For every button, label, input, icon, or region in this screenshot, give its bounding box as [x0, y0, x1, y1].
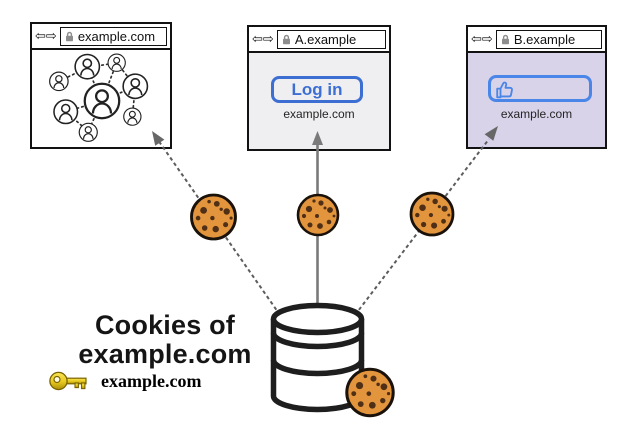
address-bar[interactable]: A.example — [276, 29, 386, 49]
arrow-to-example-com — [157, 139, 281, 316]
avatar — [49, 53, 149, 142]
cookie-icon — [409, 191, 455, 237]
page-content: example.com — [468, 53, 605, 147]
thumbs-up-icon — [496, 81, 513, 99]
site-caption: example.com — [283, 107, 355, 121]
forward-icon: ⇨ — [481, 31, 493, 47]
login-button[interactable]: Log in — [271, 76, 363, 103]
cookie-icon — [190, 193, 237, 241]
back-icon: ⇦ — [252, 31, 263, 47]
cookie-icon — [345, 367, 395, 418]
page-content: Log in example.com — [249, 53, 389, 149]
address-url: B.example — [513, 31, 576, 47]
forward-icon: ⇨ — [45, 28, 57, 44]
social-graph-illustration — [49, 53, 149, 142]
cookie-icon — [296, 193, 340, 237]
site-caption: example.com — [500, 107, 573, 121]
address-url: example.com — [77, 28, 156, 44]
address-url: A.example — [294, 31, 357, 47]
back-icon: ⇦ — [35, 28, 46, 44]
forward-icon: ⇨ — [262, 31, 274, 47]
browser-window-a-example: ⇦⇨ A.example Log in example.com — [247, 25, 391, 151]
browser-window-example-com: ⇦⇨ example.com — [30, 22, 172, 149]
address-bar[interactable]: B.example — [495, 29, 602, 49]
diagram-title-line1: Cookies of — [94, 310, 236, 340]
browser-window-b-example: ⇦⇨ B.example example.com — [466, 25, 607, 149]
like-button[interactable] — [488, 75, 592, 102]
back-icon: ⇦ — [471, 31, 482, 47]
key-legend: example.com — [48, 368, 201, 394]
browser-toolbar: ⇦⇨ example.com — [32, 24, 170, 50]
lock-icon — [282, 34, 290, 44]
lock-icon — [501, 34, 509, 44]
browser-toolbar: ⇦⇨ B.example — [468, 27, 605, 53]
page-content — [32, 50, 170, 147]
database-icon — [270, 302, 365, 413]
key-domain-label: example.com — [101, 370, 202, 391]
diagram-title-line2: example.com — [78, 339, 252, 369]
arrow-to-b-example — [354, 138, 490, 316]
key-icon — [49, 371, 87, 391]
diagram-title: Cookies of example.com — [52, 311, 278, 369]
lock-icon — [65, 31, 73, 41]
browser-toolbar: ⇦⇨ A.example — [249, 27, 389, 53]
address-bar[interactable]: example.com — [59, 26, 167, 46]
